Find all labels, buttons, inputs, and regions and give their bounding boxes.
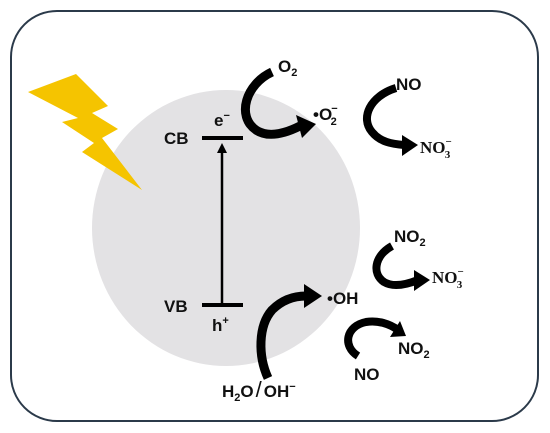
nitrate-label-right: NO−3 bbox=[432, 266, 464, 291]
cb-label: CB bbox=[164, 129, 189, 148]
vb-label: VB bbox=[164, 297, 188, 316]
arrow-o2-reduction-head bbox=[296, 115, 316, 138]
arrow-h2o-oxidation bbox=[256, 291, 307, 380]
hole-label: h+ bbox=[212, 315, 229, 335]
superoxide-label: •O−2 bbox=[313, 103, 338, 128]
lightning-bolt-icon bbox=[28, 74, 142, 190]
no2-label-upper: NO2 bbox=[394, 227, 426, 249]
hydroxyl-label: •OH bbox=[327, 289, 358, 308]
arrow-no-to-nitrate-head bbox=[402, 135, 418, 156]
arrow-no2-to-nitrate-head bbox=[414, 270, 430, 291]
o2-label: O2 bbox=[278, 57, 297, 79]
no-label-bottom: NO bbox=[354, 365, 380, 384]
arrow-no-to-no2-head bbox=[390, 321, 406, 337]
arrow-h2o-oxidation-head bbox=[304, 284, 322, 308]
nitrate-label-top: NO−3 bbox=[420, 136, 452, 161]
no-label-top: NO bbox=[396, 75, 422, 94]
arrow-no-to-nitrate bbox=[363, 84, 405, 149]
arrow-o2-reduction bbox=[241, 67, 303, 139]
arrow-no2-to-nitrate bbox=[372, 242, 420, 290]
water-hydroxide-label: H2O/OH− bbox=[222, 377, 296, 404]
arrow-no-to-no2 bbox=[344, 317, 401, 360]
no2-label-lower: NO2 bbox=[398, 339, 430, 361]
electron-label: e− bbox=[214, 110, 230, 130]
